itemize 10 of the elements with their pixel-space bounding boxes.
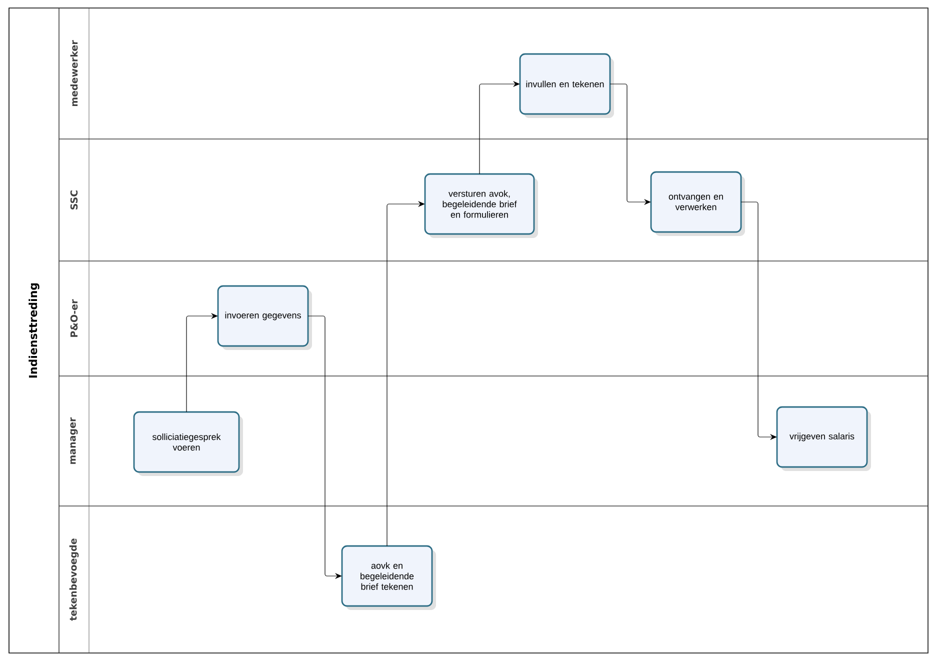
task-box: vrijgeven salaris — [776, 406, 872, 471]
task-box: invullen en tekenen — [519, 53, 614, 118]
task-box: invoeren gegevens — [217, 285, 312, 350]
task-box: aovk en begeleidende brief tekenen — [341, 545, 436, 610]
task-box: solliciatiegesprek voeren — [133, 411, 243, 476]
task-box: versturen avok, begeleidende brief en formulieren — [424, 173, 538, 238]
task-box: ontvangen en verwerken — [650, 171, 746, 236]
arrow — [386, 200, 425, 546]
arrow — [186, 312, 218, 412]
arrow — [479, 80, 520, 174]
